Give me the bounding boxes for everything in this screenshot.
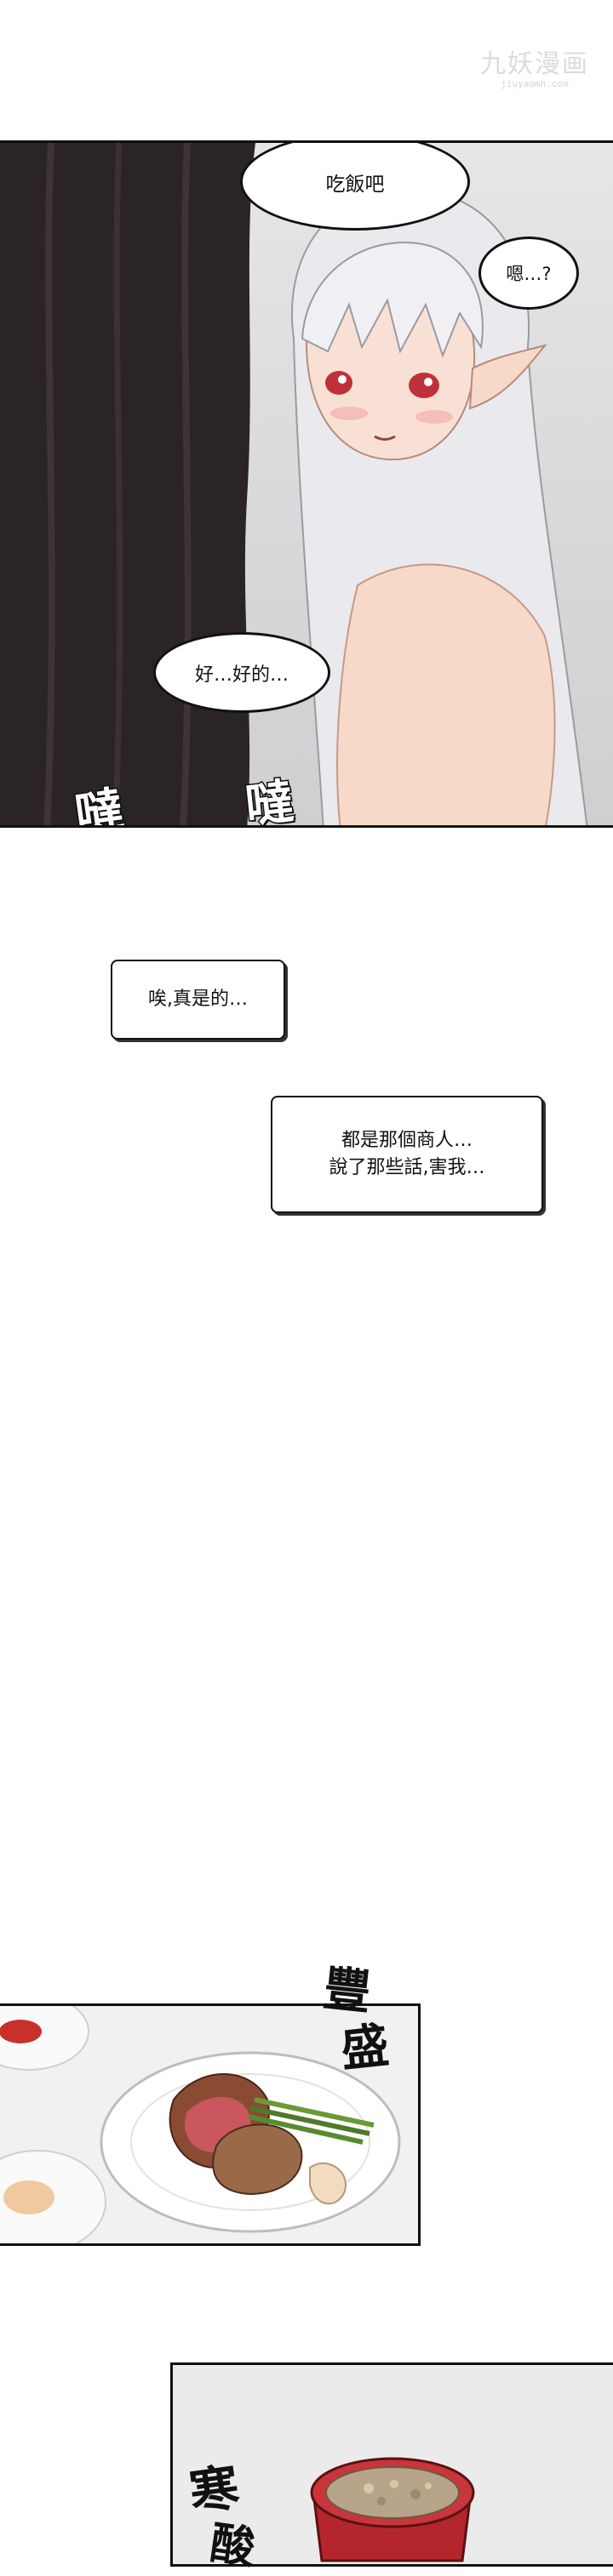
watermark-title: 九妖漫画 (480, 49, 589, 79)
speech-bubble-top: 吃飯吧 (240, 143, 470, 231)
eye-right (409, 373, 439, 398)
sfx-footstep-left: 噠 (71, 780, 129, 828)
porridge (325, 2466, 460, 2519)
elf-ear (468, 344, 547, 410)
watermark-url: jiuyaomh.com (501, 78, 569, 89)
speech-bubble-top-text: 吃飯吧 (325, 173, 385, 196)
narration-box-1: 唉,真是的… (111, 960, 285, 1040)
speech-bubble-left: 好…好的… (153, 632, 330, 713)
mushroom (212, 2123, 303, 2195)
narration-box-2: 都是那個商人… 說了那些話,害我… (271, 1096, 543, 1213)
panel-elf-dinner: 吃飯吧 嗯…? 好…好的… 噠 (0, 140, 613, 828)
speech-bubble-left-text: 好…好的… (194, 664, 289, 686)
shoulder (336, 563, 556, 825)
panel-1-art (0, 143, 588, 825)
panel-rich-meal (0, 2003, 421, 2246)
narration-box-2-line-1: 都是那個商人… (341, 1130, 473, 1151)
narration-box-1-text: 唉,真是的… (148, 989, 248, 1010)
panel-poor-meal (170, 2362, 613, 2567)
eye-left (325, 371, 352, 395)
sfx-poor-2: 酸 (207, 2516, 259, 2575)
sfx-rich-2: 盛 (338, 2017, 392, 2078)
narration-box-2-line-2: 說了那些話,害我… (329, 1157, 485, 1178)
panel-2-art (0, 2006, 401, 2243)
curtain (0, 143, 255, 825)
panel-3-art (310, 2457, 475, 2562)
speech-bubble-right-text: 嗯…? (506, 264, 552, 284)
speech-bubble-right: 嗯…? (478, 237, 579, 310)
sfx-footstep-right: 噠 (242, 772, 298, 835)
